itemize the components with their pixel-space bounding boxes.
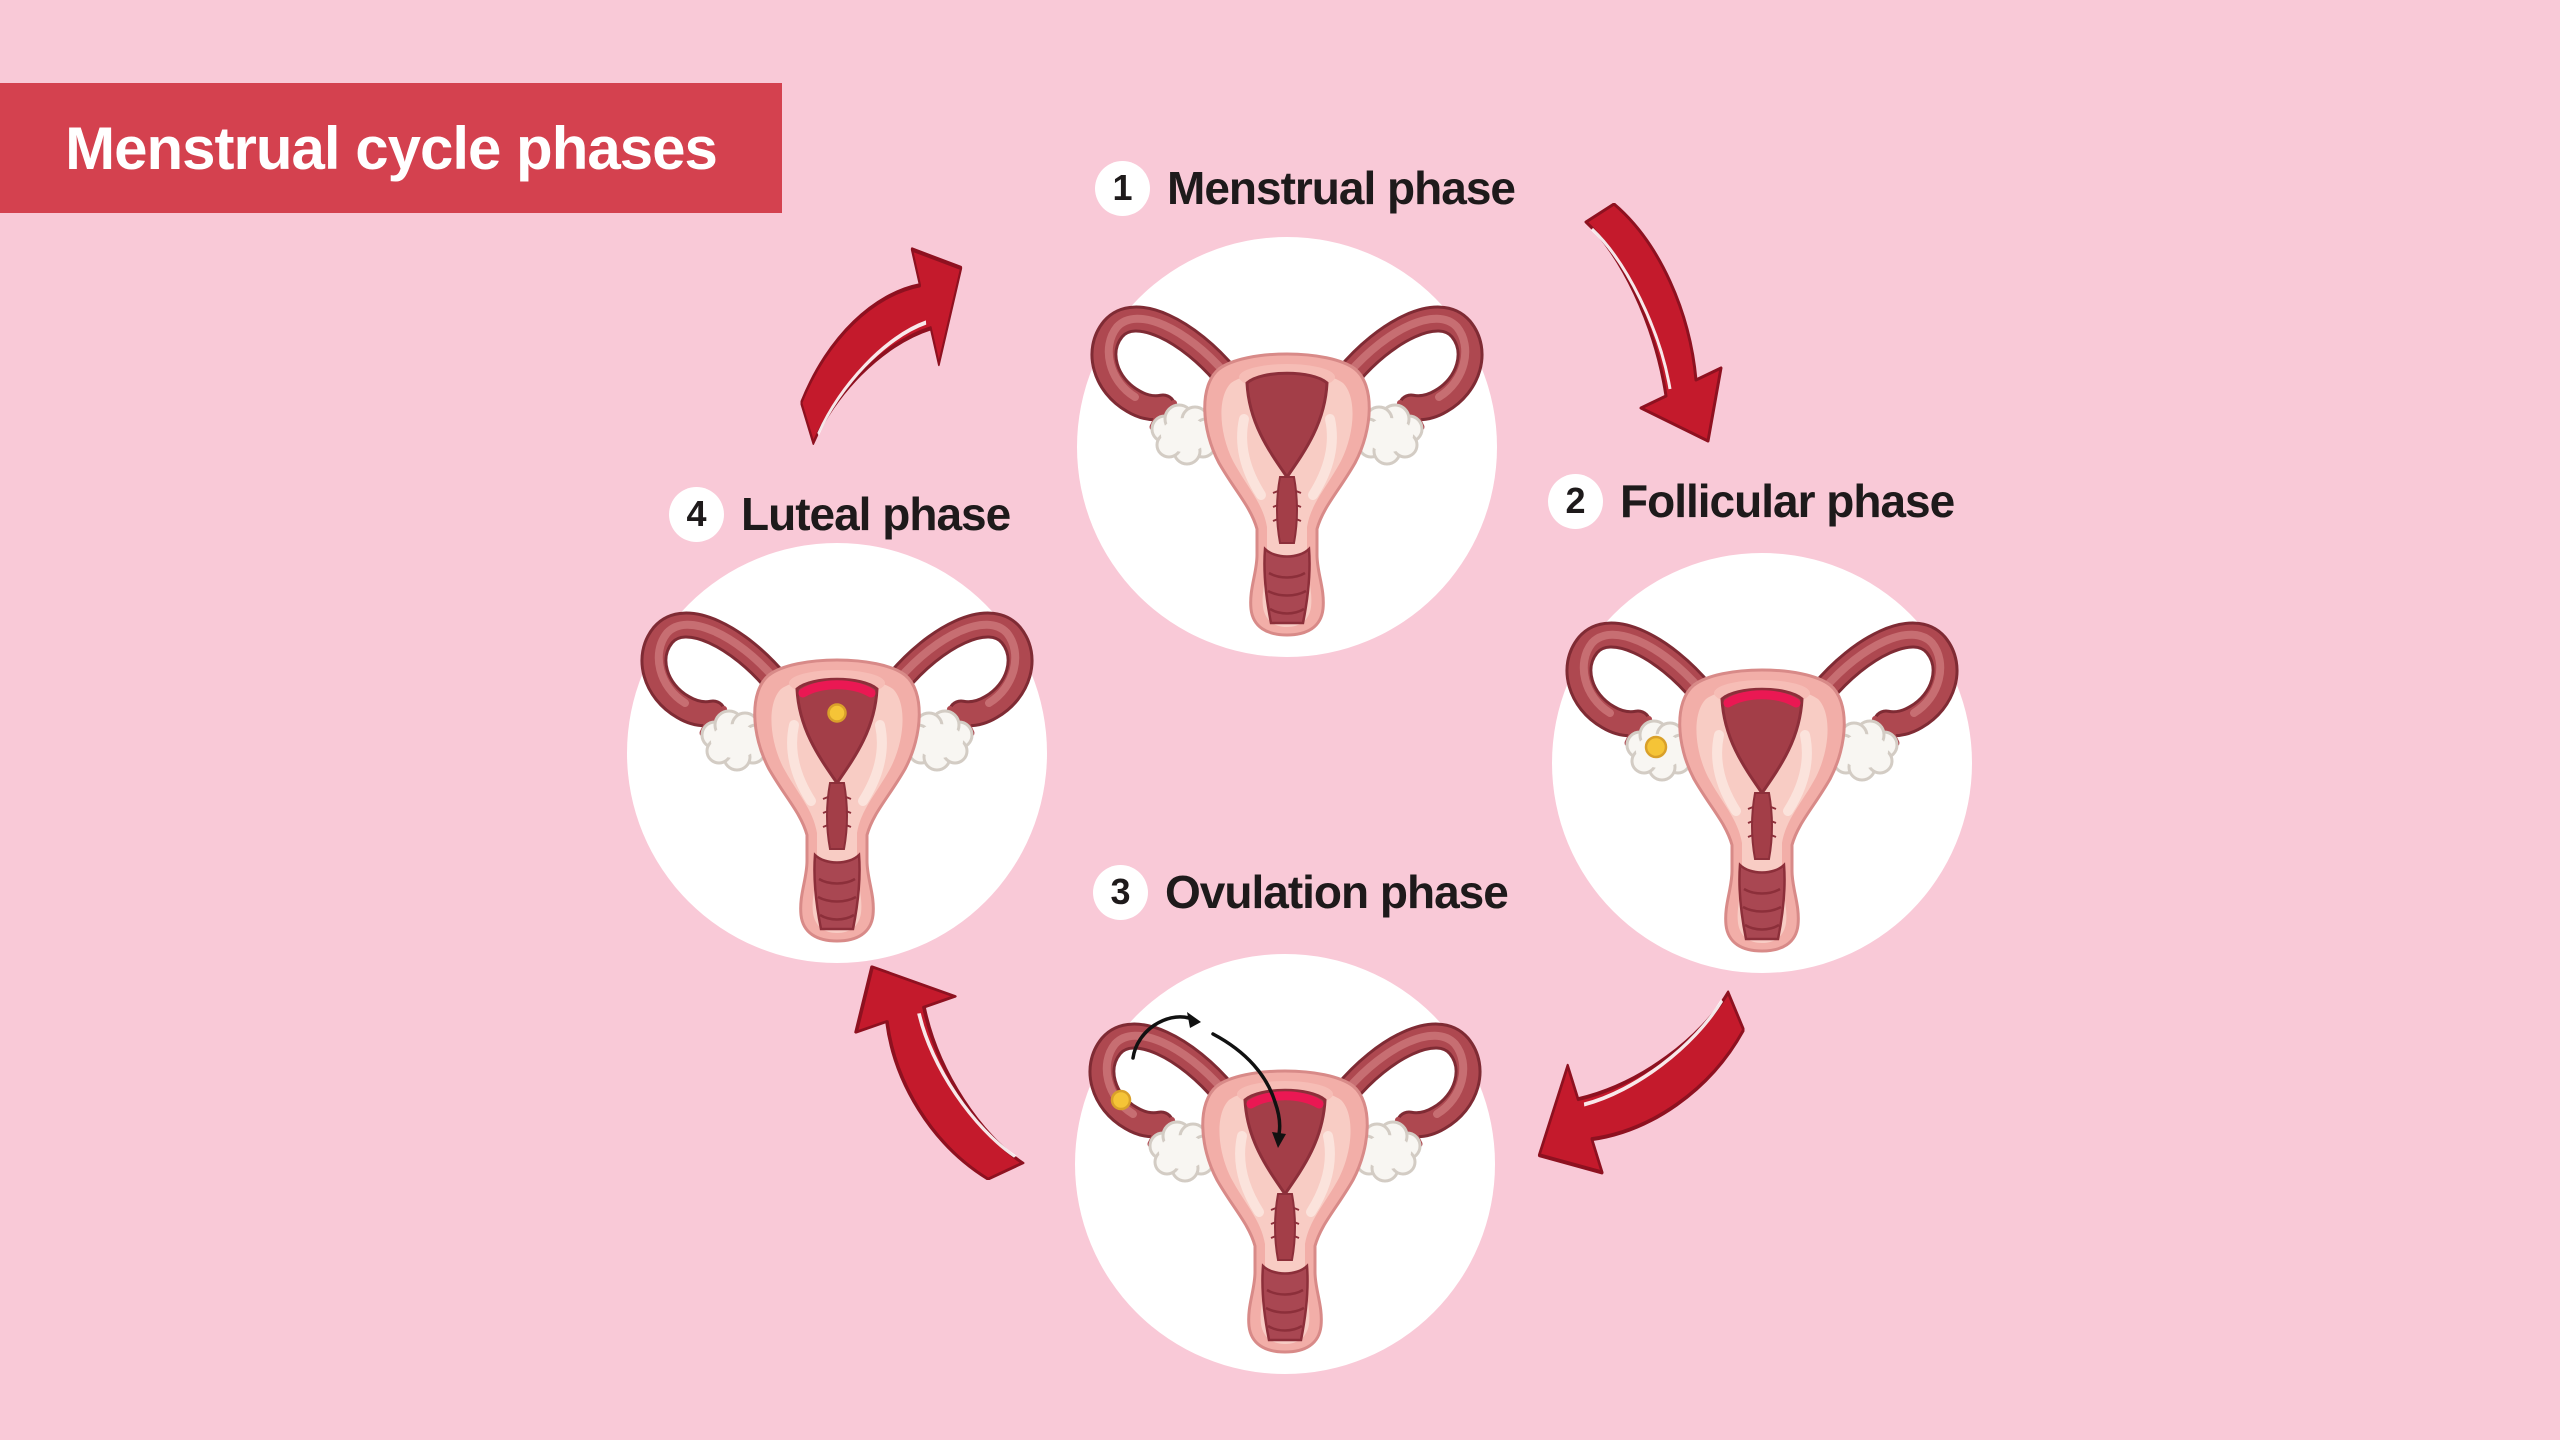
released-egg-icon <box>1110 1089 1132 1111</box>
egg-path-arrowhead-icon <box>1272 1132 1286 1148</box>
page-title: Menstrual cycle phases <box>65 114 718 182</box>
phase-name: Follicular phase <box>1620 475 1955 527</box>
cycle-arrow-3-to-4-icon <box>845 965 1030 1180</box>
phase-circle-follicular <box>1552 553 1972 973</box>
follicle-egg-icon <box>1644 735 1668 759</box>
phase-circle-luteal <box>627 543 1047 963</box>
phase-number-badge: 1 <box>1095 160 1150 216</box>
uterus-diagram-icon <box>1077 237 1497 657</box>
title-banner: Menstrual cycle phases <box>0 83 782 213</box>
cycle-arrow-2-to-3-icon <box>1537 985 1745 1185</box>
uterus-diagram-icon <box>1075 1012 1495 1374</box>
phase-circle-menstrual <box>1077 237 1497 657</box>
phase-number-badge: 2 <box>1548 473 1603 529</box>
phase-circle-ovulation <box>1075 954 1495 1374</box>
implanted-egg-icon <box>827 703 847 723</box>
egg-path-arrowhead-icon <box>1187 1012 1201 1028</box>
egg-path-arrow-icon <box>1131 1015 1282 1140</box>
phase-name: Menstrual phase <box>1167 162 1516 214</box>
cycle-arrow-1-to-2-icon <box>1580 203 1730 443</box>
phase-name: Ovulation phase <box>1165 866 1509 918</box>
uterus-diagram-icon <box>1552 553 1972 973</box>
phase-number-badge: 4 <box>669 486 724 542</box>
phase-label-menstrual: 1 Menstrual phase <box>1095 160 1516 216</box>
phase-label-luteal: 4 Luteal phase <box>669 486 1011 542</box>
phase-label-ovulation: 3 Ovulation phase <box>1093 864 1509 920</box>
phase-name: Luteal phase <box>741 488 1011 540</box>
cycle-arrow-4-to-1-icon <box>801 237 963 452</box>
phase-number-badge: 3 <box>1093 864 1148 920</box>
phase-label-follicular: 2 Follicular phase <box>1548 473 1955 529</box>
uterus-diagram-icon <box>627 543 1047 963</box>
